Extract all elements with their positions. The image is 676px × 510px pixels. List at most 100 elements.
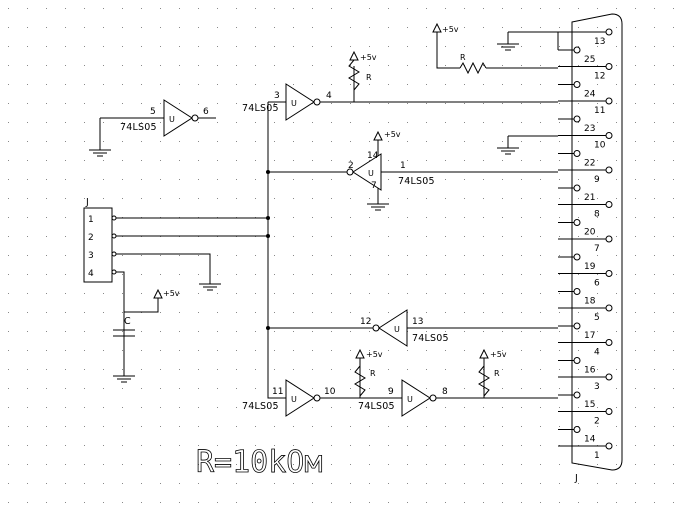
ground-symbol bbox=[497, 147, 519, 155]
db25-label: J bbox=[574, 473, 578, 484]
gate-5-6: U 5 6 74LS05 bbox=[89, 99, 216, 157]
header-pin: 4 bbox=[88, 269, 94, 279]
gate-u-label: U bbox=[394, 325, 400, 334]
db25-pin-contact bbox=[573, 81, 581, 88]
vcc-label: +5v bbox=[360, 53, 377, 62]
gate-input-pin: 9 bbox=[388, 387, 394, 397]
vcc-label: +5v bbox=[442, 25, 459, 34]
resistor-zigzag bbox=[354, 365, 366, 397]
vcc-arrow bbox=[373, 130, 383, 141]
db25-pin-number: 19 bbox=[584, 262, 596, 272]
db25-pin-number: 10 bbox=[594, 141, 606, 151]
chip-label: 74LS05 bbox=[398, 176, 435, 187]
gate-output-pin: 8 bbox=[442, 387, 448, 397]
resistor-value-note: R=10kOм bbox=[196, 445, 322, 480]
resistor-label: R bbox=[370, 369, 376, 378]
vcc-arrow bbox=[432, 22, 442, 33]
db25-shell bbox=[571, 13, 623, 471]
db25-pin-contact bbox=[605, 235, 613, 243]
db25-pin-number: 5 bbox=[594, 313, 600, 323]
gate-12-13: U 12 13 74LS05 bbox=[268, 309, 558, 347]
resistor-zigzag bbox=[478, 365, 490, 397]
chip-label: 74LS05 bbox=[242, 401, 279, 412]
gate-input-pin: 2 bbox=[348, 161, 354, 171]
db25-pin-number: 11 bbox=[594, 106, 605, 116]
db25-pin-number: 14 bbox=[584, 435, 596, 445]
db25-pin-number: 8 bbox=[594, 210, 600, 220]
header-pin: 3 bbox=[88, 251, 94, 261]
chip-label: 74LS05 bbox=[412, 333, 449, 344]
gate-input-pin: 5 bbox=[150, 107, 156, 117]
header-j: J 1 2 3 4 +5v C bbox=[83, 197, 268, 383]
gate-u-label: U bbox=[169, 115, 175, 124]
gate-2-1: U 2 1 14 7 74LS05 +5v bbox=[268, 130, 558, 211]
db25-pin-number: 25 bbox=[584, 55, 595, 65]
header-pin: 2 bbox=[88, 233, 94, 243]
db25-pin-contact bbox=[605, 28, 613, 36]
vcc-arrow bbox=[153, 288, 163, 299]
vcc-label: +5v bbox=[490, 350, 507, 359]
resistor-label: R bbox=[366, 73, 372, 82]
db25-pin-contact bbox=[605, 97, 613, 105]
vcc-label: +5v bbox=[163, 289, 180, 298]
gate-9-8: U 9 8 74LS05 +5v R bbox=[358, 348, 558, 417]
db25-pin-number: 7 bbox=[594, 244, 600, 254]
vcc-label: +5v bbox=[384, 130, 401, 139]
db25-pin-number: 6 bbox=[594, 279, 600, 289]
db25-pin-number: 24 bbox=[584, 90, 596, 100]
db25-pin-contact bbox=[605, 166, 613, 174]
db25-pin-contact bbox=[605, 132, 613, 139]
gate-11-10: U 11 10 74LS05 +5v R bbox=[242, 236, 402, 417]
chip-label: 74LS05 bbox=[120, 122, 157, 133]
db25-pin-contact bbox=[573, 150, 581, 157]
gate-output-pin: 4 bbox=[326, 91, 332, 101]
db25-pin-number: 1 bbox=[594, 451, 600, 461]
ground-symbol bbox=[367, 203, 389, 211]
ground-symbol bbox=[199, 283, 221, 291]
db25-pin-contact bbox=[605, 408, 613, 415]
db25-pin-contact bbox=[605, 63, 613, 70]
resistor-zigzag bbox=[348, 59, 360, 91]
resistor-label: R bbox=[494, 369, 500, 378]
db25-pin-contact bbox=[573, 288, 581, 295]
db25-pin-contact bbox=[573, 46, 581, 54]
db25-pin-contact bbox=[605, 442, 613, 450]
vcc-label: +5v bbox=[366, 350, 383, 359]
ground-symbol bbox=[497, 43, 519, 51]
chip-label: 74LS05 bbox=[358, 401, 395, 412]
resistor-label: R bbox=[460, 53, 466, 62]
db25-pin-contact bbox=[573, 253, 581, 261]
db25-pin-number: 17 bbox=[584, 331, 595, 341]
db25-pin-contact bbox=[573, 426, 581, 433]
gate-u-label: U bbox=[407, 395, 413, 404]
resistor-zigzag bbox=[459, 61, 487, 75]
ground-symbol bbox=[113, 375, 135, 383]
gate-gnd-pin: 7 bbox=[371, 181, 377, 191]
db25-pin-number: 16 bbox=[584, 366, 596, 376]
db25-pin-number: 18 bbox=[584, 297, 596, 307]
db25-pin-number: 20 bbox=[584, 228, 596, 238]
db25-pin-number: 9 bbox=[594, 175, 600, 185]
vcc-arrow bbox=[349, 50, 359, 61]
capacitor-label: C bbox=[124, 316, 131, 327]
header-label: J bbox=[85, 197, 89, 208]
db25-pin-number: 2 bbox=[594, 417, 600, 427]
gate-input-pin: 12 bbox=[360, 317, 371, 327]
gate-u-label: U bbox=[291, 395, 297, 404]
db25-pin-contact bbox=[605, 339, 613, 346]
db25-pins: 1312111098765432125242322212019181716151… bbox=[558, 28, 613, 461]
gate-output-pin: 13 bbox=[412, 317, 423, 327]
db25-pin-number: 22 bbox=[584, 159, 595, 169]
db25-pin-number: 21 bbox=[584, 193, 595, 203]
header-body bbox=[83, 207, 113, 283]
db25-pin-number: 23 bbox=[584, 124, 595, 134]
top-right-network: +5v R bbox=[432, 22, 559, 155]
db25-pin-contact bbox=[605, 373, 613, 381]
db25-pin-contact bbox=[605, 201, 613, 208]
db25-pin-contact bbox=[573, 219, 581, 226]
header-pin: 1 bbox=[88, 215, 94, 225]
db25-pin-number: 3 bbox=[594, 382, 600, 392]
gate-vcc-pin: 14 bbox=[367, 151, 379, 161]
